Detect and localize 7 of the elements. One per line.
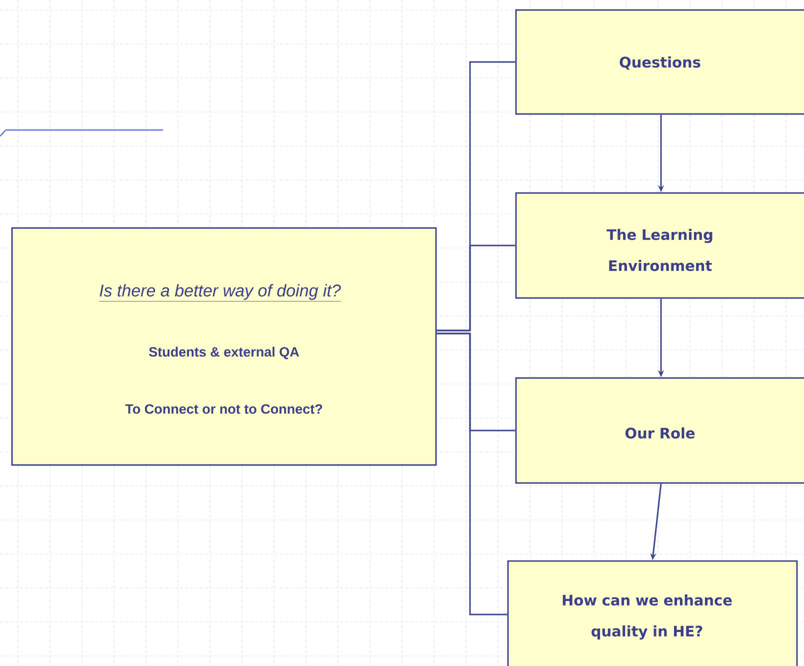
topic-box: How can we enhance quality in HE?: [507, 560, 798, 666]
topic-box: The Learning Environment: [515, 192, 804, 299]
connector: [436, 244, 516, 332]
topic-box: Questions: [515, 9, 804, 115]
connector: [436, 332, 508, 616]
question-box: Is there a better way of doing it? Students & external QA To Connect or not to Connect?: [11, 227, 437, 466]
topic-box: Our Role: [515, 377, 804, 484]
